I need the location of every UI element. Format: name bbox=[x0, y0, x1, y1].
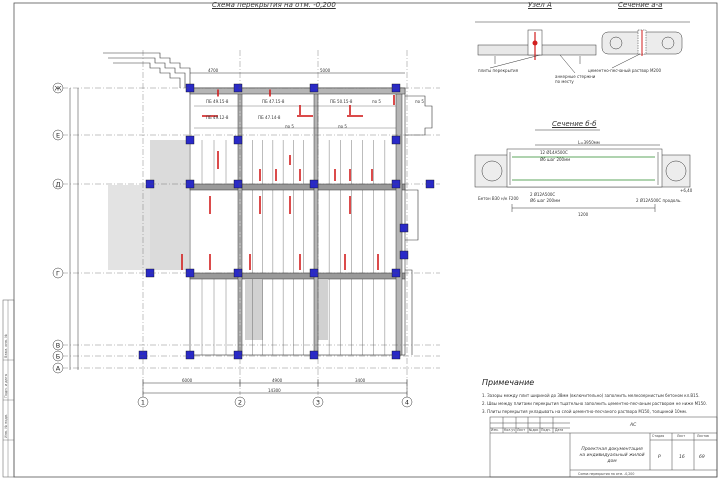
axis-bubble-row bbox=[52, 129, 64, 141]
stamp-stage: Р bbox=[658, 455, 661, 460]
stamp-col-2: Кол.уч bbox=[504, 428, 516, 432]
axis-bubble-row bbox=[52, 82, 64, 94]
axis-label-row: В bbox=[56, 341, 60, 349]
stamp-sheets: 69 bbox=[699, 455, 705, 460]
axis-label-col: 2 bbox=[238, 398, 242, 406]
section-bb-detail bbox=[474, 129, 691, 212]
dim-top-2: 5000 bbox=[320, 68, 331, 73]
axis-label-row: А bbox=[56, 364, 61, 372]
column-marker bbox=[399, 223, 409, 233]
axis-bubble-col bbox=[312, 396, 324, 408]
stamp-project: Проектная документация на индивидуальный… bbox=[579, 447, 645, 464]
axis-label-row: Б bbox=[56, 352, 60, 360]
axis-bubble-row bbox=[52, 362, 64, 374]
anchor-marks bbox=[181, 89, 395, 270]
axis-label-row: Г bbox=[56, 269, 60, 277]
node-a-title: Узел А bbox=[528, 1, 552, 9]
axis-label-row: Е bbox=[56, 131, 60, 139]
slab-top2-1: ПБ 49.12-8 bbox=[206, 115, 229, 120]
stamp-sheets-label: Листов bbox=[697, 434, 709, 438]
stamp-col-6: Дата bbox=[555, 428, 564, 432]
sbb-top: L=3950мм bbox=[578, 140, 600, 145]
note-3: 3. Плиты перекрытия укладывать на слой ц… bbox=[482, 409, 688, 414]
stamp-col-5: Подп. bbox=[541, 428, 551, 432]
axis-grid: Ж Е Д Г ВБА 1 2 3 4 bbox=[52, 50, 440, 408]
dim-bottom-2: 4900 bbox=[272, 378, 283, 383]
axis-bubble-col bbox=[234, 396, 246, 408]
axis-bubble-row bbox=[52, 350, 64, 362]
sheet-frame bbox=[13, 2, 718, 478]
plan-title: Схема перекрытия на отм. -0,200 bbox=[212, 1, 336, 9]
stamp-col-4: №док bbox=[529, 428, 539, 432]
side-label-1: Взам. инв. № bbox=[4, 334, 8, 358]
slab-mark-2: по 5 bbox=[285, 124, 294, 129]
note-2: 2. Швы между плитами перекрытия тщательн… bbox=[482, 401, 707, 406]
axis-bubble-row bbox=[52, 339, 64, 351]
side-strip bbox=[2, 299, 15, 478]
dimension-lines bbox=[69, 72, 408, 397]
slab-mark-4: по 5 bbox=[415, 99, 424, 104]
section-aa-detail bbox=[600, 21, 690, 69]
section-bb-title: Сечение б-б bbox=[552, 120, 597, 128]
sbb-rebar3: 2 Ø12А500С bbox=[530, 192, 556, 197]
axis-bubble-row bbox=[52, 267, 64, 279]
slab-top2-2: ПБ 47.14-8 bbox=[258, 115, 281, 120]
title-block bbox=[489, 416, 718, 478]
column-marker bbox=[391, 135, 401, 145]
stamp-col-3: Лист bbox=[517, 428, 526, 432]
stamp-sheet-label: Лист bbox=[677, 434, 686, 438]
axis-label-col: 4 bbox=[405, 398, 409, 406]
slab-top-1: ПБ 49.15-8 bbox=[206, 99, 229, 104]
slab-top-2: ПБ 47.15-8 bbox=[262, 99, 285, 104]
section-aa-title: Сечение а-а bbox=[618, 1, 663, 9]
column-marker bbox=[233, 135, 243, 145]
section-aa-mortar: цементно-песчаный раствор М200 bbox=[588, 68, 662, 73]
column-marker bbox=[309, 350, 319, 360]
slab-mark-3: по 5 bbox=[338, 124, 347, 129]
axis-bubble-row bbox=[52, 178, 64, 190]
grey-zones bbox=[108, 140, 328, 340]
slab-strips bbox=[194, 105, 396, 355]
column-marker bbox=[185, 135, 195, 145]
axis-label-row: Ж bbox=[54, 84, 61, 92]
slab-mark-1: по 5 bbox=[372, 99, 381, 104]
stamp-col-1: Изм. bbox=[491, 428, 499, 432]
dim-bottom-1: 6000 bbox=[182, 378, 193, 383]
stamp-stage-label: Стадия bbox=[652, 434, 665, 438]
sbb-mark: +6,40 bbox=[680, 188, 693, 193]
axis-label-col: 3 bbox=[316, 398, 320, 406]
axis-label-col: 1 bbox=[141, 398, 145, 406]
dim-top-1: 4700 bbox=[208, 68, 219, 73]
stamp-code: АС bbox=[630, 423, 637, 428]
column-marker bbox=[233, 350, 243, 360]
dim-bottom-3: 3400 bbox=[355, 378, 366, 383]
note-1: 1. Зазоры между плит шириной до 38мм (вк… bbox=[482, 393, 700, 398]
sbb-rebar4: Ø6 шаг 200мм bbox=[530, 198, 561, 203]
column-marker bbox=[391, 350, 401, 360]
side-label-3: Инв. № подл. bbox=[4, 413, 8, 438]
axis-label-row: Д bbox=[55, 180, 60, 188]
stamp-bottom: Схема перекрытия на отм. -0,200 bbox=[578, 472, 635, 476]
node-a-detail bbox=[475, 21, 600, 74]
stamp-sheet: 16 bbox=[679, 455, 685, 460]
side-label-2: Подп. и дата bbox=[4, 374, 8, 398]
column-marker bbox=[399, 250, 409, 260]
node-slab-label: плиты перекрытия bbox=[478, 68, 519, 73]
sbb-rebar2: Ø6 шаг 200мм bbox=[540, 157, 571, 162]
sbb-rebar1: 12 Ø14А500С bbox=[540, 150, 568, 155]
sbb-rebar5: 2 Ø12А500С продоль. bbox=[636, 198, 682, 203]
sbb-beton: Бетон В30 н/к F200 bbox=[478, 196, 519, 201]
node-rod-label: анкерные стержни по месту bbox=[555, 74, 596, 84]
dim-total: 14300 bbox=[268, 388, 281, 393]
column-marker bbox=[185, 350, 195, 360]
slab-top-3: ПБ 50.15-8 bbox=[330, 99, 353, 104]
sbb-width: 1200 bbox=[578, 212, 589, 217]
notes-title: Примечание bbox=[482, 378, 535, 387]
